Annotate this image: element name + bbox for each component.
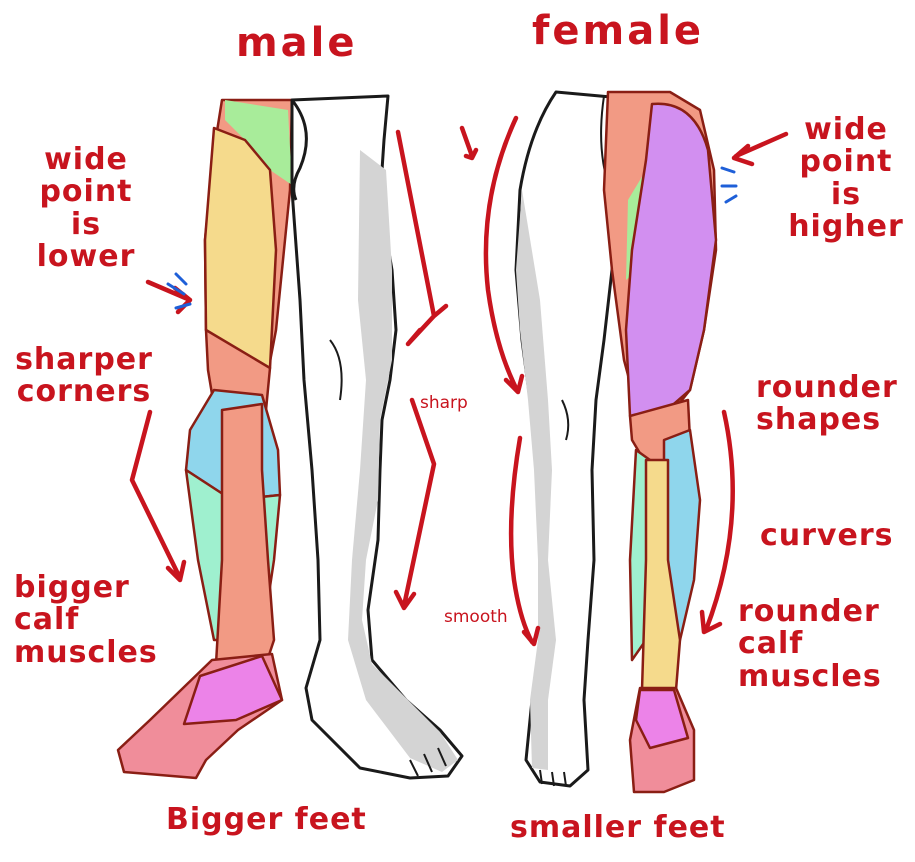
female-title: female bbox=[532, 10, 704, 53]
female-wide-point-note: wide point is higher bbox=[782, 114, 910, 244]
male-corners-note: sharper corners bbox=[14, 344, 154, 409]
female-curves-note: curvers bbox=[760, 520, 894, 552]
male-lineart-leg bbox=[292, 96, 462, 778]
male-feet-note: Bigger feet bbox=[166, 804, 367, 836]
female-accent-marks bbox=[722, 168, 736, 202]
male-thigh-front bbox=[205, 128, 276, 368]
male-widepoint-arrow bbox=[148, 282, 190, 312]
female-calf-note: rounder calf muscles bbox=[738, 596, 882, 693]
female-widepoint-arrow bbox=[734, 134, 786, 164]
female-curve-arrow bbox=[702, 412, 733, 632]
male-wide-point-note: wide point is lower bbox=[26, 144, 146, 274]
male-corners-arrow bbox=[132, 412, 184, 580]
male-sharp-note: sharp bbox=[420, 394, 468, 412]
female-feet-note: smaller feet bbox=[510, 812, 726, 844]
female-colored-leg bbox=[604, 92, 716, 792]
male-foot-top bbox=[184, 656, 282, 724]
male-calf-note: bigger calf muscles bbox=[14, 572, 158, 669]
male-sharp-thigh-arrow bbox=[398, 132, 446, 344]
female-smooth-note: smooth bbox=[444, 608, 508, 626]
female-smooth-arrow-top bbox=[462, 128, 476, 158]
male-title: male bbox=[236, 22, 358, 65]
female-shapes-note: rounder shapes bbox=[756, 372, 898, 437]
male-lineart-shadow bbox=[348, 150, 458, 772]
male-sharp-ankle-arrow bbox=[396, 400, 434, 608]
